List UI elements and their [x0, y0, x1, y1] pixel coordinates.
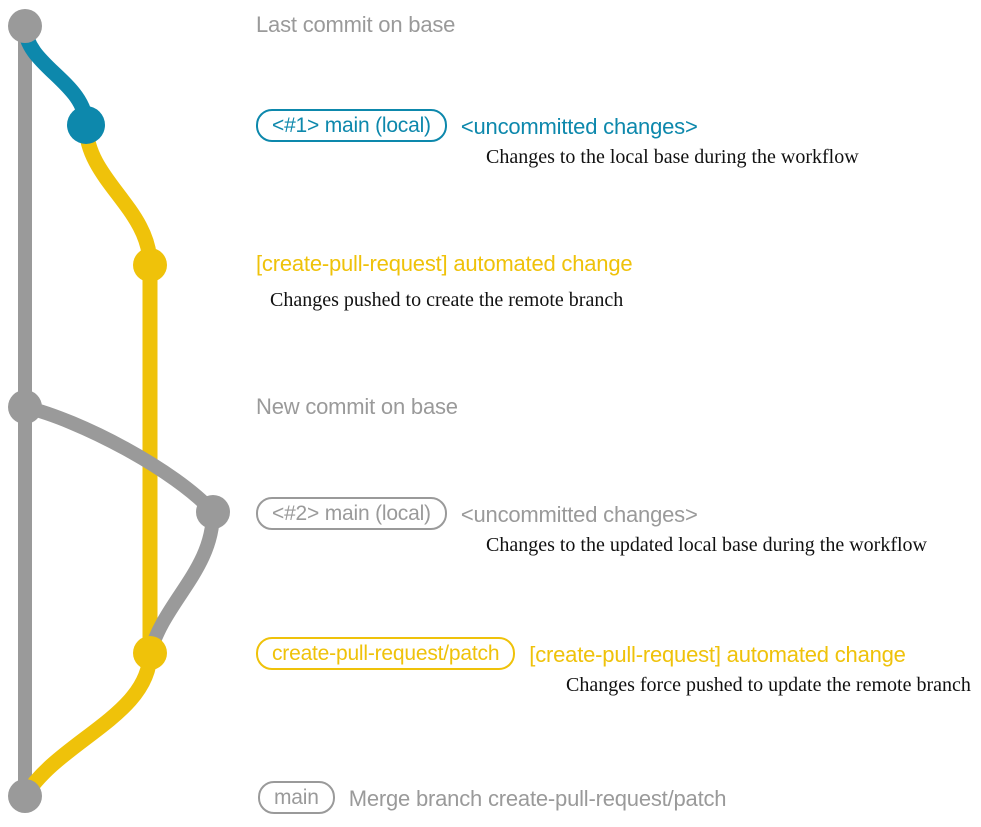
commit-subject: <uncommitted changes>: [460, 502, 698, 527]
updated-local-to-patch-line: [143, 505, 220, 660]
commit-entry-local-1: <#1> main (local) <uncommitted changes>: [256, 109, 698, 142]
commit-subject: [create-pull-request] automated change: [256, 251, 633, 276]
commit-entry-base-new: New commit on base: [256, 396, 458, 418]
commit-node-patch-1[interactable]: [133, 248, 167, 282]
commit-subject: <uncommitted changes>: [460, 114, 698, 139]
commit-subject: Merge branch create-pull-request/patch: [348, 786, 727, 811]
commit-node-base-last[interactable]: [8, 9, 42, 43]
commit-node-merge[interactable]: [8, 779, 42, 813]
commit-entry-patch-1: [create-pull-request] automated change: [256, 251, 633, 276]
patch-merge-line: [17, 645, 158, 804]
commit-subject: New commit on base: [256, 394, 458, 419]
ref-badge-main[interactable]: main: [258, 781, 335, 814]
commit-subject: Last commit on base: [256, 12, 456, 37]
ref-badge-main-local-1[interactable]: <#1> main (local): [256, 109, 447, 142]
ref-badge-main-local-2[interactable]: <#2> main (local): [256, 497, 447, 530]
commit-subject: [create-pull-request] automated change: [529, 642, 906, 667]
commit-note-local-1: Changes to the local base during the wor…: [486, 146, 859, 168]
commit-node-local-1[interactable]: [67, 106, 105, 144]
commit-entry-local-2: <#2> main (local) <uncommitted changes>: [256, 497, 698, 530]
patch-branch-line: [78, 117, 158, 661]
commit-node-patch-2[interactable]: [133, 636, 167, 670]
commit-note-local-2: Changes to the updated local base during…: [486, 534, 927, 556]
commit-entry-patch-2: create-pull-request/patch [create-pull-r…: [256, 637, 906, 670]
updated-local-branch-line: [18, 400, 220, 519]
commit-note-patch-1: Changes pushed to create the remote bran…: [270, 289, 624, 311]
commit-note-patch-2: Changes force pushed to update the remot…: [566, 674, 971, 696]
commit-node-local-2[interactable]: [196, 495, 230, 529]
commit-entry-merge: main Merge branch create-pull-request/pa…: [258, 781, 727, 814]
ref-badge-create-pull-request-patch[interactable]: create-pull-request/patch: [256, 637, 516, 670]
commit-entry-base-last: Last commit on base: [256, 14, 455, 36]
commit-node-base-new[interactable]: [8, 390, 42, 424]
